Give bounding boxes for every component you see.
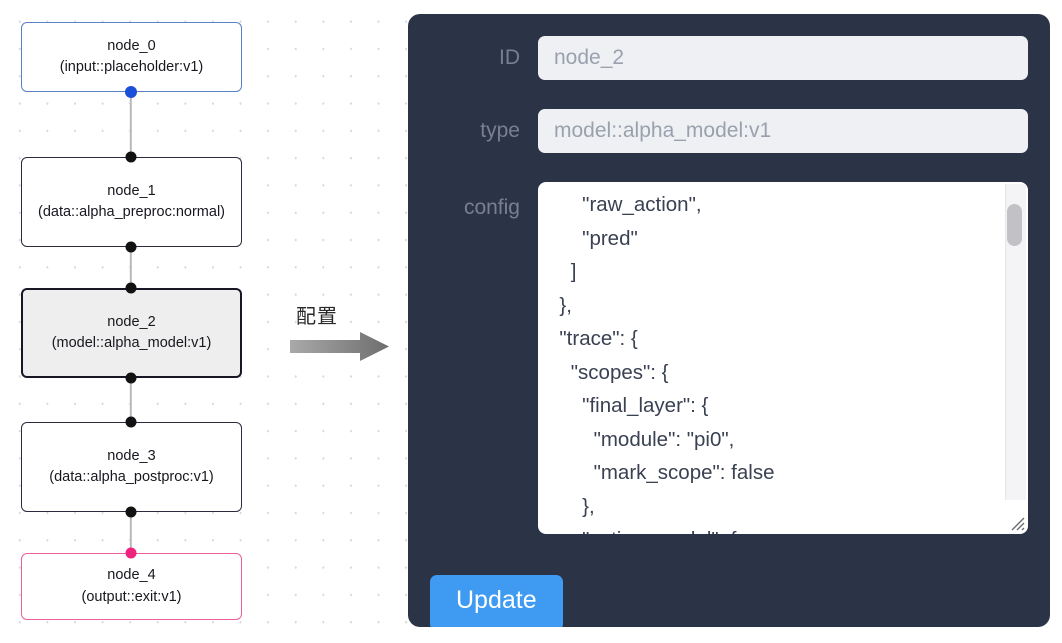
graph-node-node_0[interactable]: node_0 (input::placeholder:v1) [21, 22, 242, 92]
config-scrollbar-track[interactable] [1005, 184, 1026, 500]
node-port-node_4-in[interactable] [125, 547, 137, 559]
node-type-label: (input::placeholder:v1) [59, 59, 204, 75]
node-type-label: (data::alpha_preproc:normal) [38, 204, 225, 220]
node-id-label: node_0 [107, 37, 156, 54]
config-field-label: config [463, 196, 520, 219]
node-port-node_1-in[interactable] [125, 151, 137, 163]
type-input[interactable] [538, 109, 1028, 153]
node-port-node_2-in[interactable] [125, 282, 137, 294]
id-input[interactable] [538, 36, 1028, 80]
graph-node-node_4[interactable]: node_4 (output::exit:v1) [21, 553, 242, 620]
node-config-panel: ID type config Update [408, 14, 1050, 627]
graph-node-node_1[interactable]: node_1 (data::alpha_preproc:normal) [21, 157, 242, 247]
right-arrow-icon [290, 332, 389, 361]
node-type-label: (data::alpha_postproc:v1) [49, 469, 214, 485]
id-field-row: ID [408, 36, 1050, 80]
graph-node-node_3[interactable]: node_3 (data::alpha_postproc:v1) [21, 422, 242, 512]
node-port-node_3-out[interactable] [125, 506, 137, 518]
node-id-label: node_3 [107, 447, 156, 464]
config-textarea-wrapper [538, 182, 1028, 534]
config-scrollbar-thumb[interactable] [1007, 204, 1022, 246]
config-textarea[interactable] [538, 182, 1028, 534]
node-type-label: (output::exit:v1) [81, 588, 182, 605]
node-port-node_1-out[interactable] [125, 241, 137, 253]
edge-node2-node3 [129, 378, 133, 422]
node-port-node_2-out[interactable] [125, 372, 137, 384]
type-field-label: type [480, 119, 520, 142]
node-id-label: node_4 [107, 567, 156, 584]
graph-node-node_2[interactable]: node_2 (model::alpha_model:v1) [21, 288, 242, 378]
resize-handle-icon[interactable] [1008, 514, 1025, 531]
node-port-node_0-out[interactable] [125, 86, 137, 98]
type-field-row: type [408, 109, 1050, 153]
node-id-label: node_2 [107, 313, 156, 330]
id-field-label: ID [499, 46, 520, 69]
node-id-label: node_1 [107, 182, 156, 199]
edge-node3-node4 [129, 512, 133, 553]
edge-node1-node2 [129, 247, 133, 288]
transition-label: 配置 [296, 306, 338, 328]
node-type-label: (model::alpha_model:v1) [51, 335, 212, 351]
edge-node0-node1 [129, 92, 133, 157]
node-port-node_3-in[interactable] [125, 416, 137, 428]
update-button[interactable]: Update [430, 575, 563, 627]
config-field-row: config [408, 182, 1050, 534]
